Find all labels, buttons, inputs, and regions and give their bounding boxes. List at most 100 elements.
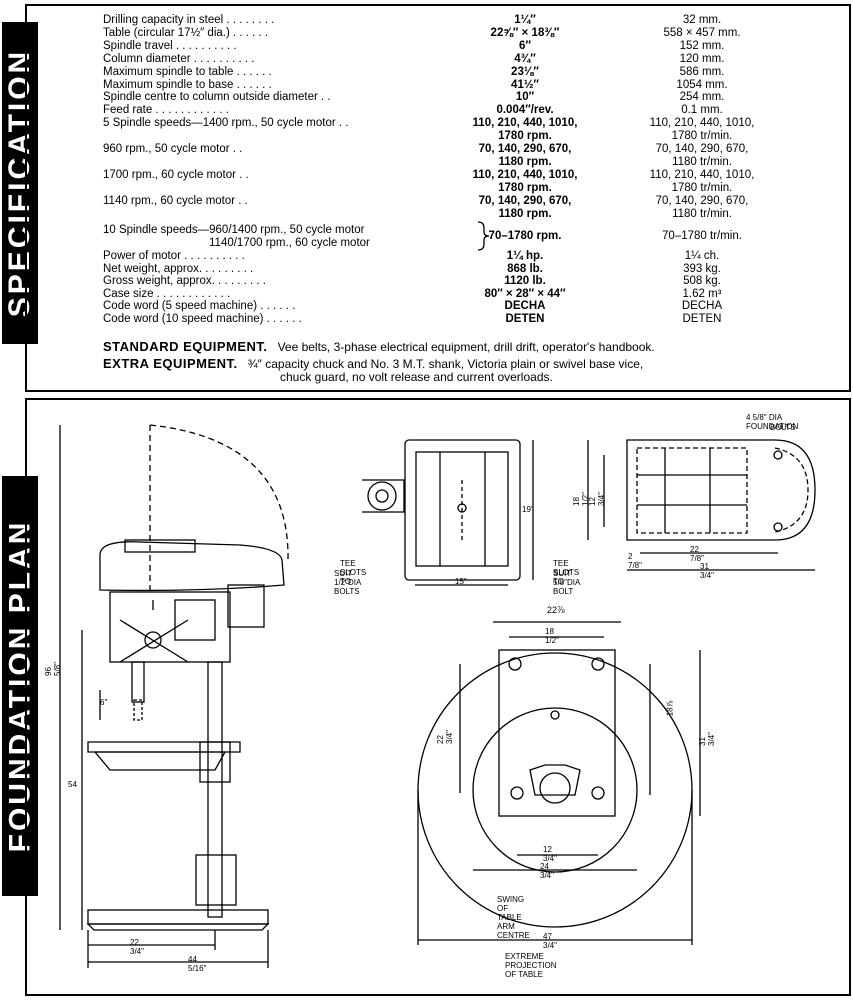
label-foundation-bolts-1: 4 5/8" DIA FOUNDATION (746, 413, 799, 431)
standard-equipment-heading: STANDARD EQUIPMENT. (103, 339, 268, 354)
spec-imperial: 22⅝″ × 18⅜″ (490, 26, 560, 39)
ten-speed-metric: 70–1780 tr/min. (662, 230, 742, 242)
spec-metric: DETEN (682, 313, 722, 325)
spec-metric: 558 × 457 mm. (663, 26, 741, 39)
spec-imperial: 6″ (519, 39, 531, 52)
standard-equipment: STANDARD EQUIPMENT. Vee belts, 3-phase e… (103, 339, 655, 354)
spec-label: Feed rate . . . . . . . . . . . . (103, 104, 229, 117)
spec-label: Column diameter . . . . . . . . . . (103, 52, 255, 65)
spec-imperial: 1120 lb. (504, 275, 546, 288)
label-left-22: 22 3/4" (435, 730, 454, 744)
spec-metric: 1054 mm. (676, 78, 728, 91)
label-extreme: EXTREME PROJECTION OF TABLE (505, 952, 557, 979)
spec-imperial: 4¾″ (514, 52, 536, 65)
spec-label: Power of motor . . . . . . . . . . (103, 250, 245, 262)
spec-metric: 110, 210, 440, 1010, (649, 117, 755, 130)
spec-imperial: 41½″ (511, 78, 539, 91)
spec-imperial: 70, 140, 290, 670, (478, 194, 572, 207)
spec-metric: 586 mm. (679, 65, 725, 78)
label-bottom-12: 12 3/4" (543, 845, 557, 863)
label-height-table: 54 (68, 780, 77, 789)
spec-label: Spindle centre to column outside diamete… (103, 91, 331, 104)
spec-metric: 1.62 m³ (682, 287, 722, 300)
spec-metric: 1780 tr/min. (671, 130, 733, 143)
label-top-18: 18 1/2" (545, 627, 559, 645)
foundation-plan-tab: FOUNDATION PLAN (2, 476, 38, 896)
label-top-22: 22⅞ (547, 605, 565, 615)
spec-label: Code word (10 speed machine) . . . . . . (103, 313, 302, 325)
spec-imperial: 1¼″ (514, 14, 536, 26)
label-base-w2: 22 7/8" (690, 545, 704, 563)
spec-imperial: 868 lb. (507, 262, 543, 275)
spec-imperial: 1180 rpm. (498, 155, 552, 168)
label-base-w1: 2 7/8" (628, 552, 642, 570)
extra-equipment-line2: chuck guard, no volt release and current… (280, 370, 553, 384)
label-bottom-47: 47 3/4" (543, 932, 557, 950)
spec-imperial: 70, 140, 290, 670, (478, 143, 572, 155)
spec-metric: 70, 140, 290, 670, (655, 194, 749, 207)
spec-label: 1140 rpm., 60 cycle motor . . (103, 194, 248, 207)
spec-label: Maximum spindle to base . . . . . . (103, 78, 272, 91)
extra-equipment: EXTRA EQUIPMENT. ¾″ capacity chuck and N… (103, 356, 643, 371)
label-tee-slots-2b: SUIT 5/8"DIA BOLT (553, 569, 580, 596)
spec-metric: 32 mm. (682, 14, 722, 26)
extra-equipment-heading: EXTRA EQUIPMENT. (103, 356, 238, 371)
spec-metric: 508 kg. (683, 275, 721, 288)
spec-imperial: 1¼ hp. (506, 250, 544, 262)
label-base-w3: 31 3/4" (700, 562, 714, 580)
label-tee-slots-2: TEE SLOTS TO (553, 559, 580, 586)
spec-imperial: 10″ (515, 91, 535, 104)
spec-label: Net weight, approx. . . . . . . . . (103, 262, 254, 275)
ten-speed-line1: 10 Spindle speeds—960/1400 rpm., 50 cycl… (103, 224, 365, 236)
spec-metric: DECHA (681, 300, 723, 313)
label-tee-slots-1b: SUIT 1/2"DIA BOLTS (334, 569, 361, 596)
spec-metric: 152 mm. (679, 39, 725, 52)
label-right-31: 31 3/4" (697, 732, 716, 746)
label-tee-slots-1: TEE SLOTS TO (340, 559, 367, 586)
label-table-width: 15" (455, 577, 467, 586)
spec-label: Gross weight, approx. . . . . . . . . (103, 275, 266, 288)
spec-metric: 393 kg. (683, 262, 721, 275)
spec-label: Spindle travel . . . . . . . . . . (103, 39, 237, 52)
spec-imperial: 110, 210, 440, 1010, (472, 117, 578, 130)
spec-label: Code word (5 speed machine) . . . . . . (103, 300, 296, 313)
label-right-18: 18⅞ (665, 700, 675, 717)
label-height-total: 96 5/8" (43, 662, 62, 676)
spec-imperial: 1180 rpm. (498, 207, 552, 220)
label-table-depth: 19" (522, 505, 534, 514)
spec-imperial: 23⅛″ (511, 65, 539, 78)
spec-imperial: 1780 rpm. (498, 181, 552, 194)
label-swing: SWING OF TABLE ARM CENTRE (497, 895, 530, 940)
spec-imperial: DETEN (505, 313, 545, 325)
brace-icon (477, 221, 490, 251)
spec-label: 5 Spindle speeds—1400 rpm., 50 cycle mot… (103, 117, 349, 130)
spec-label: 1700 rpm., 60 cycle motor . . (103, 168, 249, 181)
standard-equipment-text: Vee belts, 3-phase electrical equipment,… (277, 340, 655, 354)
spec-imperial: 0.004″/rev. (496, 104, 554, 117)
spec-imperial: 80″ × 28″ × 44″ (484, 287, 566, 300)
spec-metric: 120 mm. (679, 52, 725, 65)
ten-speed-line2: 1140/1700 rpm., 60 cycle motor (209, 237, 370, 249)
label-foundation-bolts-2: BOLTS (770, 423, 796, 432)
spec-metric: 0.1 mm. (681, 104, 723, 117)
spec-metric: 1780 tr/min. (671, 181, 733, 194)
spec-label: Drilling capacity in steel . . . . . . .… (103, 14, 275, 26)
foundation-plan-panel (25, 398, 851, 996)
spec-label: 960 rpm., 50 cycle motor . . (103, 143, 243, 155)
spec-label: Table (circular 17½″ dia.) . . . . . . (103, 26, 269, 39)
spec-label: Case size . . . . . . . . . . . . (103, 287, 231, 300)
spec-imperial: 110, 210, 440, 1010, (472, 168, 578, 181)
table-top-view (362, 439, 534, 586)
swing-plan (417, 621, 701, 945)
drill-press-elevation (59, 424, 289, 968)
spec-metric: 1180 tr/min. (672, 207, 732, 220)
spec-metric: 1180 tr/min. (672, 155, 732, 168)
spec-metric: 110, 210, 440, 1010, (649, 168, 755, 181)
spec-metric: 70, 140, 290, 670, (655, 143, 749, 155)
label-base-h2: 12 3/4" (587, 492, 606, 506)
extra-equipment-line1: ¾″ capacity chuck and No. 3 M.T. shank, … (247, 357, 644, 371)
label-bottom-24: 24 3/4" (540, 862, 554, 880)
label-travel: 6" (100, 698, 108, 707)
spec-imperial: 1780 rpm. (498, 130, 552, 143)
